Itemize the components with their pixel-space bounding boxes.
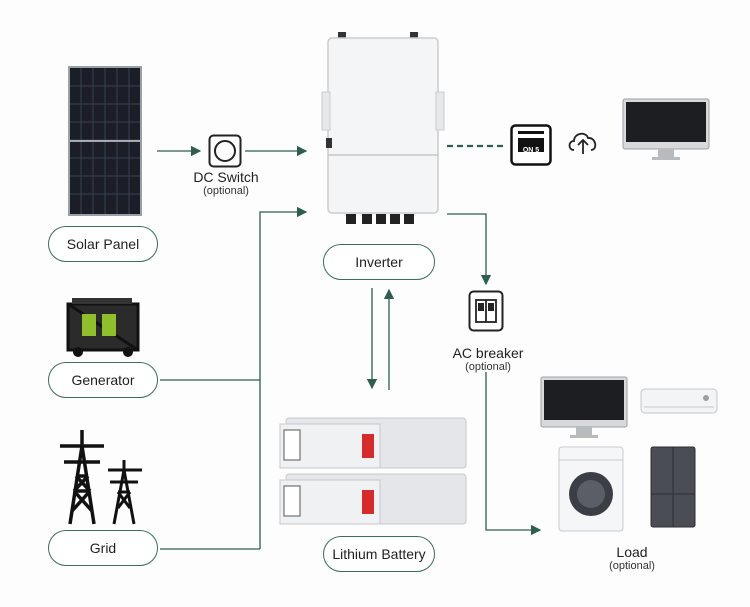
generator-label: Generator: [48, 362, 158, 398]
ac-breaker-label: AC breaker (optional): [452, 345, 524, 374]
dc-switch-icon: [208, 134, 242, 168]
load-label: Load (optional): [609, 544, 655, 573]
washing-machine-icon: [558, 446, 624, 532]
wire-ac-input-bus: [160, 206, 308, 381]
refrigerator-icon: [650, 446, 696, 528]
cloud-upload-icon: [568, 132, 597, 154]
inverter-label: Inverter: [323, 244, 435, 280]
ac-breaker-icon: [468, 290, 504, 332]
tv-icon: [540, 376, 628, 438]
dc-switch-label: DC Switch (optional): [193, 169, 259, 198]
dongle-text: ON 5: [522, 147, 540, 154]
generator-icon: [66, 298, 140, 357]
solar-panel-label: Solar Panel: [48, 226, 158, 262]
lithium-battery-icon: [279, 417, 467, 525]
grid-tower-icon: [60, 430, 142, 525]
wifi-dongle-icon: [510, 124, 552, 166]
air-conditioner-icon: [640, 388, 718, 414]
wire-inverter-to-breaker: [447, 213, 492, 286]
wire-breaker-to-load: [485, 372, 542, 536]
computer-monitor-icon: [622, 98, 710, 160]
solar-panel-icon: [68, 66, 142, 216]
lithium-battery-label: Lithium Battery: [323, 536, 435, 572]
grid-label: Grid: [48, 530, 158, 566]
inverter-icon: [321, 32, 445, 224]
